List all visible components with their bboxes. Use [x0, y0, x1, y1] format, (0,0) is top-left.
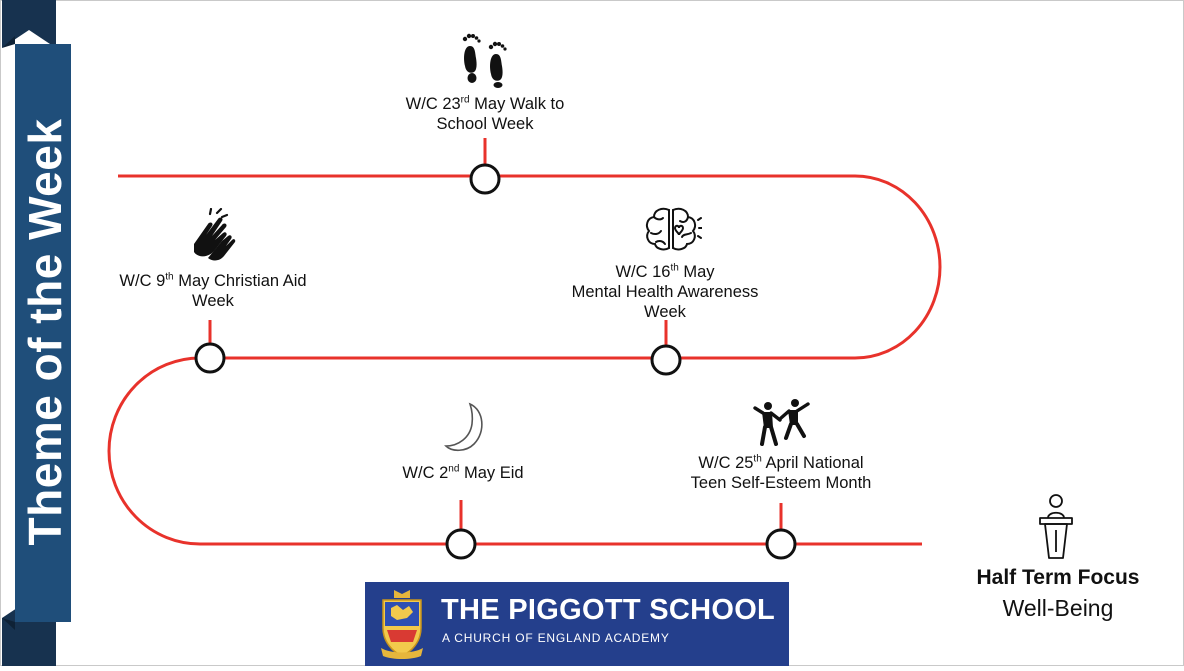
event-label-aid: W/C 9th May Christian Aid Week	[119, 271, 307, 310]
timeline-node-aid	[194, 342, 226, 374]
focus-subtitle: Well-Being	[1002, 595, 1114, 621]
school-logo: THE PIGGOTT SCHOOL A CHURCH OF ENGLAND A…	[365, 582, 789, 666]
podium-icon	[1039, 494, 1073, 559]
focus-title: Half Term Focus	[976, 566, 1140, 589]
clapping-hands-icon	[194, 208, 236, 261]
school-crest-icon	[381, 590, 423, 659]
event-label-walk: W/C 23rd May Walk to School Week	[405, 94, 565, 133]
timeline-node-teen	[765, 528, 797, 560]
timeline-node-eid	[445, 528, 477, 560]
dancing-people-icon	[753, 399, 810, 446]
title-banner: Theme of the Week	[0, 0, 80, 666]
timeline-node-mental	[650, 344, 682, 376]
timeline-node-walk	[469, 163, 501, 195]
event-label-teen: W/C 25th April National Teen Self-Esteem…	[690, 453, 872, 492]
ribbon-shape	[2, 0, 71, 666]
crescent-moon-icon	[444, 402, 483, 452]
school-name: THE PIGGOTT SCHOOL	[441, 594, 776, 626]
event-label-mental: W/C 16th May Mental Health Awareness Wee…	[571, 262, 759, 321]
brain-heart-icon	[645, 207, 702, 251]
school-tagline: A CHURCH OF ENGLAND ACADEMY	[442, 631, 670, 645]
footprints-icon	[462, 33, 507, 88]
event-label-eid: W/C 2nd May Eid	[402, 463, 524, 482]
